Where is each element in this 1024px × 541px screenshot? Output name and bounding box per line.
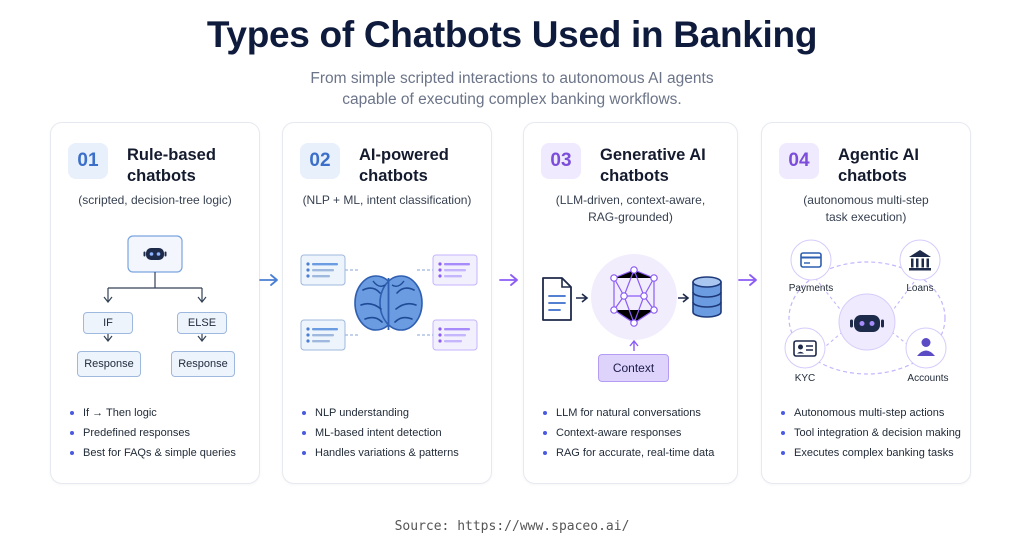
card-subtitle-line-1: (scripted, decision-tree logic) [78,193,232,207]
id-card-icon [793,340,817,357]
card-title-line-1: Agentic AI [838,146,919,164]
context-node: Context [598,354,669,382]
list-item: RAG for accurate, real-time data [542,443,714,463]
card-agentic-ai: 04 Agentic AI chatbots (autonomous multi… [761,122,971,484]
list-item: ML-based intent detection [301,423,459,443]
bank-icon [909,250,931,271]
list-item: If → Then logic [69,403,236,423]
arrow-right-icon [738,274,757,286]
feature-list: Autonomous multi-step actions Tool integ… [780,403,961,463]
nlp-ml-diagram [300,254,478,351]
neural-network-icon [610,266,658,327]
credit-card-icon [800,252,822,268]
list-item: Best for FAQs & simple queries [69,443,236,463]
document-icon [542,277,572,321]
card-number: 02 [300,143,340,179]
card-ai-powered: 02 AI-powered chatbots (NLP + ML, intent… [282,122,492,484]
tool-label-payments: Payments [788,283,834,294]
card-title-line-1: Rule-based [127,146,216,164]
page-title: Types of Chatbots Used in Banking [206,14,818,55]
response-node-right: Response [171,351,235,377]
card-title-line-2: chatbots [838,167,907,185]
tool-label-loans: Loans [906,283,934,294]
card-title: Generative AI chatbots [600,145,725,187]
generative-ai-diagram [542,254,722,351]
card-rule-based: 01 Rule-based chatbots (scripted, decisi… [50,122,260,484]
card-number: 03 [541,143,581,179]
list-item: Autonomous multi-step actions [780,403,961,423]
subtitle-line-2: capable of executing complex banking wor… [342,91,682,108]
card-number: 04 [779,143,819,179]
orbit-ring [788,261,946,375]
message-card-icon [300,319,346,351]
card-title-line-2: chatbots [600,167,669,185]
feature-list: NLP understanding ML-based intent detect… [301,403,459,463]
card-subtitle-line-1: (LLM-driven, context-aware, [555,193,706,207]
list-item: Handles variations & patterns [301,443,459,463]
agentic-ai-diagram [784,239,947,375]
arrow-right-icon [259,274,278,286]
source-credit: Source: https://www.spaceo.ai/ [394,519,630,534]
card-subtitle-line-1: (NLP + ML, intent classification) [302,193,472,207]
card-title-line-1: Generative AI [600,146,706,164]
card-title-line-1: AI-powered [359,146,449,164]
card-title: Rule-based chatbots [127,145,252,187]
tool-label-accounts: Accounts [907,373,949,384]
list-item: Predefined responses [69,423,236,443]
output-card-icon [432,254,478,286]
card-title: Agentic AI chatbots [838,145,963,187]
arrow-right-icon [576,293,589,303]
output-card-icon [432,319,478,351]
brain-icon [354,275,423,331]
subtitle-line-1: From simple scripted interactions to aut… [310,70,714,87]
card-subtitle-line-2: RAG-grounded) [588,210,673,224]
database-icon [692,276,722,318]
card-title-line-2: chatbots [359,167,428,185]
list-item: Context-aware responses [542,423,714,443]
feature-list: LLM for natural conversations Context-aw… [542,403,714,463]
list-item: Tool integration & decision making [780,423,961,443]
if-node: IF [83,312,133,334]
card-generative-ai: 03 Generative AI chatbots (LLM-driven, c… [523,122,738,484]
message-card-icon [300,254,346,286]
card-subtitle: (LLM-driven, context-aware, RAG-grounded… [524,192,737,226]
card-subtitle-line-1: (autonomous multi-step [803,193,929,207]
card-subtitle-line-2: task execution) [825,210,907,224]
card-number: 01 [68,143,108,179]
dashed-connector [345,269,433,336]
tree-connector [107,272,203,301]
card-title: AI-powered chatbots [359,145,484,187]
list-item: LLM for natural conversations [542,403,714,423]
robot-icon [850,315,884,332]
decision-tree-diagram [103,235,207,342]
else-node: ELSE [177,312,227,334]
page-subtitle: From simple scripted interactions to aut… [0,68,1024,110]
tool-label-kyc: KYC [794,373,816,384]
card-subtitle: (NLP + ML, intent classification) [283,192,491,209]
arrow-right-icon [499,274,518,286]
arrow-right-icon [678,293,690,303]
robot-icon [143,248,167,260]
card-subtitle: (scripted, decision-tree logic) [51,192,259,209]
card-subtitle: (autonomous multi-step task execution) [762,192,970,226]
response-node-left: Response [77,351,141,377]
card-title-line-2: chatbots [127,167,196,185]
list-item: Executes complex banking tasks [780,443,961,463]
feature-list: If → Then logic Predefined responses Bes… [69,403,236,463]
user-icon [917,338,935,356]
list-item: NLP understanding [301,403,459,423]
